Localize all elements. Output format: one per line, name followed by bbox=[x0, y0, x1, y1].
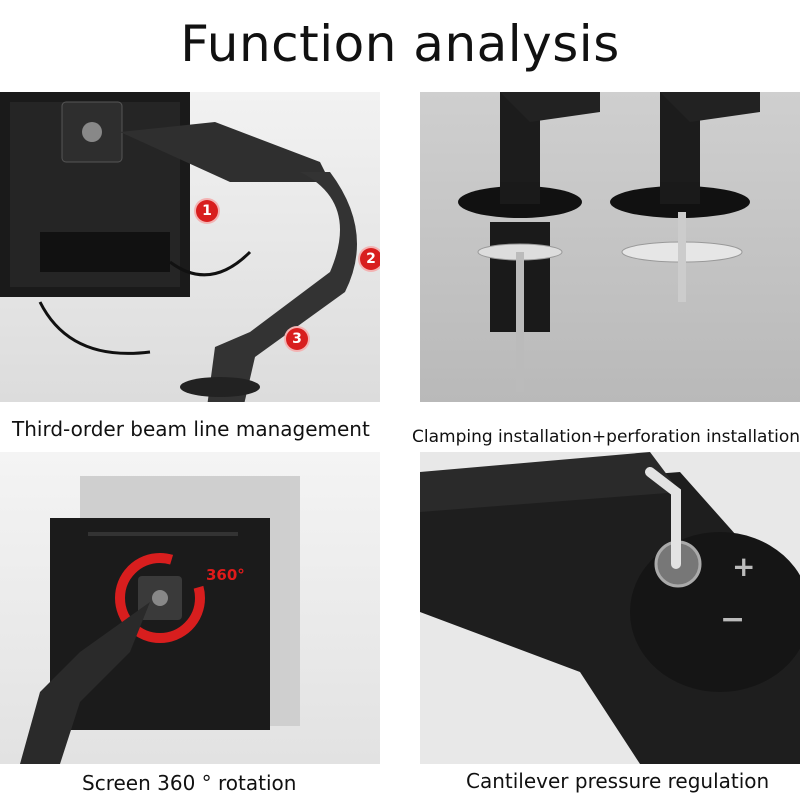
rotation-360-label: 360° bbox=[206, 566, 245, 584]
plus-icon: + bbox=[732, 550, 756, 583]
marker-3-badge: 3 bbox=[286, 328, 308, 350]
caption-rotation: Screen 360 ° rotation bbox=[82, 771, 297, 795]
clamp-illustration bbox=[458, 92, 760, 392]
pressure-illustration bbox=[420, 452, 800, 764]
panel-pressure-regulation: + − bbox=[420, 452, 800, 764]
marker-2-badge: 2 bbox=[360, 248, 380, 270]
caption-installation: Clamping installation+perforation instal… bbox=[412, 427, 800, 447]
panel-installation bbox=[420, 92, 800, 402]
page-title: Function analysis bbox=[180, 15, 620, 73]
caption-pressure-regulation: Cantilever pressure regulation bbox=[466, 769, 770, 793]
monitor-arm-illustration bbox=[0, 92, 357, 402]
panel-cable-management: 1 2 3 bbox=[0, 92, 380, 402]
caption-cable-management: Third-order beam line management bbox=[12, 417, 370, 441]
rotation-illustration bbox=[20, 476, 300, 764]
panel-rotation: 360° bbox=[0, 452, 380, 764]
marker-1-badge: 1 bbox=[196, 200, 218, 222]
minus-icon: − bbox=[720, 602, 746, 637]
